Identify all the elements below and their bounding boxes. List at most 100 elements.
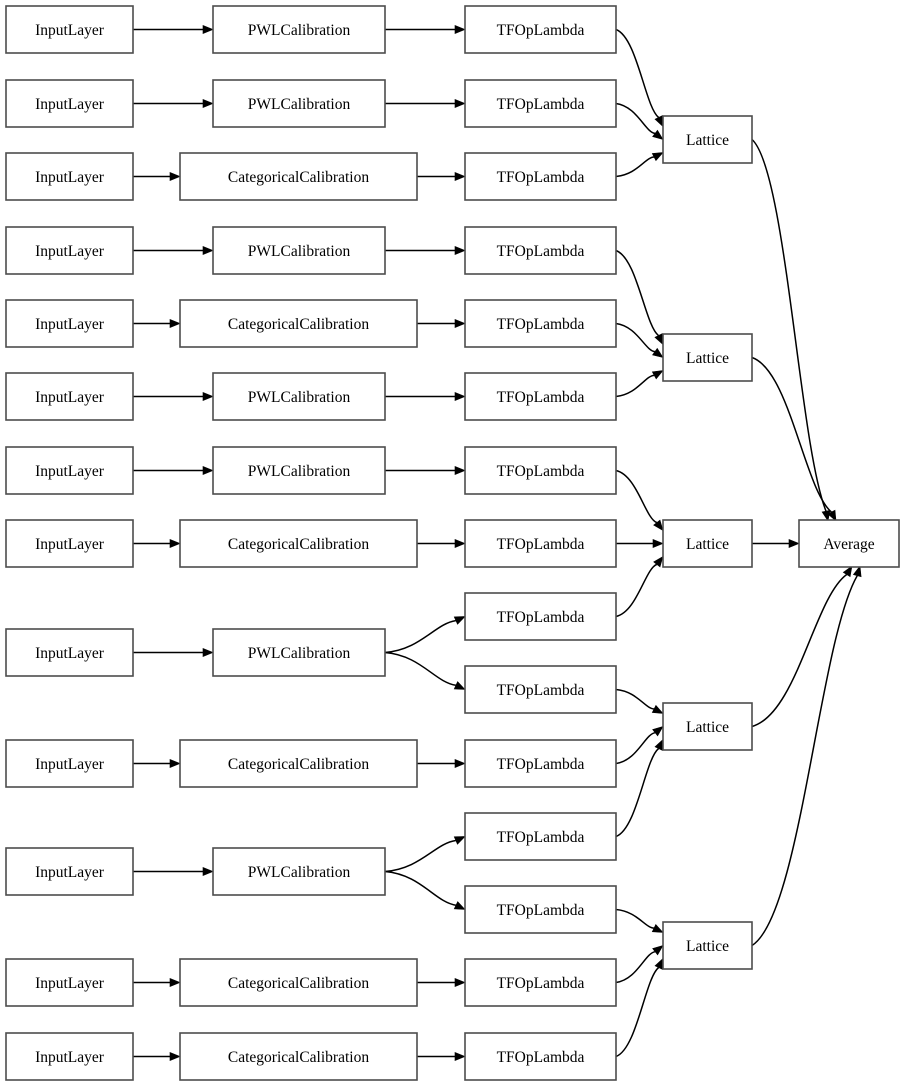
node-cal4[interactable]: PWLCalibration <box>212 226 386 275</box>
node-box-tfop-lambda[interactable] <box>464 1032 617 1081</box>
node-box-categorical-calibration[interactable] <box>179 299 418 348</box>
node-in1[interactable]: InputLayer <box>5 5 134 54</box>
node-box-tfop-lambda[interactable] <box>464 958 617 1007</box>
node-box-tfop-lambda[interactable] <box>464 592 617 641</box>
node-box-pwlcalibration[interactable] <box>212 226 386 275</box>
node-box-input-layer[interactable] <box>5 519 134 568</box>
node-box-categorical-calibration[interactable] <box>179 152 418 201</box>
node-cal3[interactable]: CategoricalCalibration <box>179 152 418 201</box>
node-box-input-layer[interactable] <box>5 847 134 896</box>
node-op7[interactable]: TFOpLambda <box>464 446 617 495</box>
node-box-tfop-lambda[interactable] <box>464 665 617 714</box>
node-box-pwlcalibration[interactable] <box>212 372 386 421</box>
node-lat2[interactable]: Lattice <box>662 333 753 382</box>
node-in13[interactable]: InputLayer <box>5 1032 134 1081</box>
arrow-head-icon <box>654 957 664 970</box>
node-op13[interactable]: TFOpLambda <box>464 885 617 934</box>
node-in3[interactable]: InputLayer <box>5 152 134 201</box>
node-cal10[interactable]: CategoricalCalibration <box>179 739 418 788</box>
node-op10[interactable]: TFOpLambda <box>464 665 617 714</box>
node-op1[interactable]: TFOpLambda <box>464 5 617 54</box>
node-cal7[interactable]: PWLCalibration <box>212 446 386 495</box>
node-box-tfop-lambda[interactable] <box>464 299 617 348</box>
node-cal8[interactable]: CategoricalCalibration <box>179 519 418 568</box>
node-box-lattice[interactable] <box>662 921 753 970</box>
node-box-input-layer[interactable] <box>5 446 134 495</box>
node-lat3[interactable]: Lattice <box>662 519 753 568</box>
arrow-head-icon <box>453 616 466 625</box>
node-op2[interactable]: TFOpLambda <box>464 79 617 128</box>
node-cal9[interactable]: PWLCalibration <box>212 628 386 677</box>
node-box-input-layer[interactable] <box>5 1032 134 1081</box>
node-op5[interactable]: TFOpLambda <box>464 299 617 348</box>
node-in10[interactable]: InputLayer <box>5 739 134 788</box>
node-op14[interactable]: TFOpLambda <box>464 958 617 1007</box>
node-op4[interactable]: TFOpLambda <box>464 226 617 275</box>
node-cal12[interactable]: CategoricalCalibration <box>179 958 418 1007</box>
node-box-tfop-lambda[interactable] <box>464 5 617 54</box>
node-in12[interactable]: InputLayer <box>5 958 134 1007</box>
node-box-average[interactable] <box>798 519 900 568</box>
node-box-lattice[interactable] <box>662 519 753 568</box>
node-in6[interactable]: InputLayer <box>5 372 134 421</box>
node-box-tfop-lambda[interactable] <box>464 226 617 275</box>
node-avg[interactable]: Average <box>798 519 900 568</box>
node-cal6[interactable]: PWLCalibration <box>212 372 386 421</box>
node-box-tfop-lambda[interactable] <box>464 152 617 201</box>
node-cal5[interactable]: CategoricalCalibration <box>179 299 418 348</box>
node-box-tfop-lambda[interactable] <box>464 739 617 788</box>
node-in2[interactable]: InputLayer <box>5 79 134 128</box>
node-op8[interactable]: TFOpLambda <box>464 519 617 568</box>
node-op12[interactable]: TFOpLambda <box>464 812 617 861</box>
node-box-tfop-lambda[interactable] <box>464 372 617 421</box>
node-in5[interactable]: InputLayer <box>5 299 134 348</box>
node-box-input-layer[interactable] <box>5 372 134 421</box>
node-cal2[interactable]: PWLCalibration <box>212 79 386 128</box>
node-box-categorical-calibration[interactable] <box>179 958 418 1007</box>
node-box-input-layer[interactable] <box>5 5 134 54</box>
node-box-input-layer[interactable] <box>5 152 134 201</box>
node-in11[interactable]: InputLayer <box>5 847 134 896</box>
node-in8[interactable]: InputLayer <box>5 519 134 568</box>
node-box-tfop-lambda[interactable] <box>464 446 617 495</box>
node-box-pwlcalibration[interactable] <box>212 79 386 128</box>
node-cal11[interactable]: PWLCalibration <box>212 847 386 896</box>
node-in4[interactable]: InputLayer <box>5 226 134 275</box>
node-op9[interactable]: TFOpLambda <box>464 592 617 641</box>
node-in7[interactable]: InputLayer <box>5 446 134 495</box>
node-box-categorical-calibration[interactable] <box>179 739 418 788</box>
node-box-tfop-lambda[interactable] <box>464 885 617 934</box>
node-lat5[interactable]: Lattice <box>662 921 753 970</box>
arrow-head-icon <box>169 1052 181 1061</box>
arrow-head-icon <box>654 115 664 128</box>
node-box-pwlcalibration[interactable] <box>212 5 386 54</box>
node-lat4[interactable]: Lattice <box>662 702 753 751</box>
node-box-input-layer[interactable] <box>5 79 134 128</box>
edge-line <box>384 619 457 654</box>
node-box-categorical-calibration[interactable] <box>179 1032 418 1081</box>
node-box-categorical-calibration[interactable] <box>179 519 418 568</box>
node-label-average: Average <box>823 536 874 553</box>
node-op11[interactable]: TFOpLambda <box>464 739 617 788</box>
node-cal1[interactable]: PWLCalibration <box>212 5 386 54</box>
node-op15[interactable]: TFOpLambda <box>464 1032 617 1081</box>
node-box-input-layer[interactable] <box>5 299 134 348</box>
node-box-tfop-lambda[interactable] <box>464 79 617 128</box>
node-op3[interactable]: TFOpLambda <box>464 152 617 201</box>
node-box-pwlcalibration[interactable] <box>212 628 386 677</box>
node-op6[interactable]: TFOpLambda <box>464 372 617 421</box>
node-cal13[interactable]: CategoricalCalibration <box>179 1032 418 1081</box>
node-box-input-layer[interactable] <box>5 739 134 788</box>
node-box-pwlcalibration[interactable] <box>212 847 386 896</box>
node-lat1[interactable]: Lattice <box>662 115 753 164</box>
node-box-input-layer[interactable] <box>5 958 134 1007</box>
node-box-input-layer[interactable] <box>5 226 134 275</box>
node-box-tfop-lambda[interactable] <box>464 519 617 568</box>
node-in9[interactable]: InputLayer <box>5 628 134 677</box>
node-box-tfop-lambda[interactable] <box>464 812 617 861</box>
node-box-lattice[interactable] <box>662 702 753 751</box>
node-box-lattice[interactable] <box>662 333 753 382</box>
node-box-input-layer[interactable] <box>5 628 134 677</box>
node-box-lattice[interactable] <box>662 115 753 164</box>
node-box-pwlcalibration[interactable] <box>212 446 386 495</box>
